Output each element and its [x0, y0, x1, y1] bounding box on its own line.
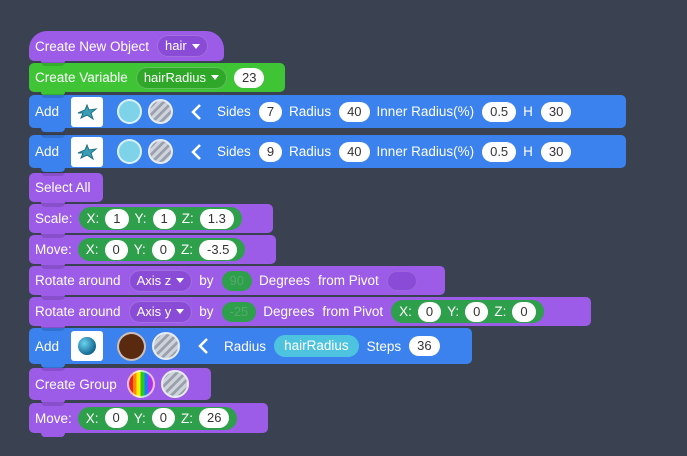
pivot-label: from Pivot [322, 304, 384, 319]
axis-dropdown[interactable]: Axis y [128, 300, 193, 323]
chevron-left-icon[interactable] [189, 143, 205, 161]
chevron-left-icon[interactable] [196, 337, 212, 355]
xyz-vector: X:0 Y:0 Z:26 [77, 406, 238, 430]
param-label: Inner Radius(%) [376, 104, 475, 119]
color-swatch[interactable] [117, 99, 143, 124]
block-label: Create Group [35, 376, 117, 392]
rotate-block[interactable]: Rotate around Axis z by 90 Degrees from … [29, 265, 445, 299]
add-shape-block[interactable]: Add Sides 9 Radius 40 Inner Radius(%) 0.… [29, 134, 626, 172]
block-label: Select All [35, 180, 91, 195]
param-label: H [523, 144, 533, 159]
block-label: Rotate around [35, 304, 121, 319]
block-label: Add [35, 144, 60, 159]
block-label: Rotate around [35, 273, 121, 288]
block-label: Move: [35, 242, 72, 257]
chevron-down-icon [210, 75, 219, 80]
variable-value-input[interactable]: 23 [233, 67, 265, 88]
height-input[interactable]: 30 [540, 141, 572, 162]
param-label: Radius [289, 144, 332, 159]
pivot-slot[interactable] [386, 270, 417, 291]
by-label: by [199, 273, 214, 288]
inner-radius-input[interactable]: 0.5 [482, 141, 517, 162]
z-input[interactable]: 1.3 [199, 208, 234, 229]
object-name-dropdown[interactable]: hair [157, 35, 208, 57]
y-input[interactable]: 1 [152, 208, 176, 229]
color-swatch[interactable] [117, 331, 147, 361]
chevron-down-icon [191, 43, 200, 49]
param-label: Inner Radius(%) [376, 144, 475, 159]
degrees-input[interactable]: 90 [221, 270, 252, 291]
z-input[interactable]: 26 [199, 408, 230, 428]
select-all-block[interactable]: Select All [29, 172, 103, 206]
pivot-vector: X:0 Y:0 Z:0 [391, 300, 544, 323]
param-label: Sides [217, 104, 251, 119]
texture-swatch[interactable] [148, 139, 174, 164]
param-label: Sides [217, 144, 251, 159]
y-input[interactable]: 0 [465, 301, 489, 322]
z-input[interactable]: -3.5 [199, 239, 238, 260]
create-variable-block[interactable]: Create Variable hairRadius 23 [29, 62, 285, 96]
y-input[interactable]: 0 [151, 408, 176, 428]
chevron-down-icon [176, 309, 185, 314]
star-shape-icon[interactable] [71, 136, 104, 167]
block-label: Create Variable [35, 70, 128, 85]
star-shape-icon[interactable] [71, 96, 104, 127]
radius-variable[interactable]: hairRadius [274, 335, 359, 357]
param-label: Radius [224, 338, 267, 354]
steps-input[interactable]: 36 [409, 336, 440, 356]
chevron-left-icon[interactable] [189, 103, 205, 121]
block-label: Scale: [35, 211, 73, 226]
axis-dropdown[interactable]: Axis z [128, 269, 193, 292]
sides-input[interactable]: 9 [258, 141, 283, 162]
height-input[interactable]: 30 [540, 101, 572, 122]
z-input[interactable]: 0 [512, 301, 536, 322]
radius-input[interactable]: 40 [339, 101, 370, 122]
add-sphere-block[interactable]: Add Radius hairRadius Steps 36 [29, 327, 472, 368]
param-label: Steps [366, 338, 402, 354]
pivot-label: from Pivot [318, 273, 379, 288]
y-input[interactable]: 0 [151, 239, 176, 260]
add-shape-block[interactable]: Add Sides 7 Radius 40 Inner Radius(%) 0.… [29, 94, 626, 132]
degrees-label: Degrees [263, 304, 315, 319]
texture-swatch[interactable] [152, 332, 181, 360]
create-group-block[interactable]: Create Group [29, 367, 211, 404]
texture-swatch[interactable] [160, 370, 189, 398]
rotate-block[interactable]: Rotate around Axis y by -25 Degrees from… [29, 296, 591, 330]
xyz-vector: X:1 Y:1 Z:1.3 [78, 207, 242, 230]
sides-input[interactable]: 7 [258, 101, 283, 122]
by-label: by [199, 304, 214, 319]
color-swatch[interactable] [117, 139, 143, 164]
block-label: Add [35, 104, 60, 119]
move-block[interactable]: Move: X:0 Y:0 Z:26 [29, 402, 268, 437]
rainbow-color-swatch[interactable] [126, 370, 155, 398]
x-input[interactable]: 0 [104, 408, 128, 428]
x-input[interactable]: 0 [104, 239, 128, 260]
inner-radius-input[interactable]: 0.5 [482, 101, 517, 122]
xyz-vector: X:0 Y:0 Z:-3.5 [77, 238, 246, 261]
param-label: H [523, 104, 533, 119]
block-label: Create New Object [35, 38, 150, 54]
degrees-input[interactable]: -25 [221, 301, 257, 322]
block-label: Move: [35, 410, 72, 426]
x-input[interactable]: 0 [417, 301, 442, 322]
block-label: Add [35, 338, 60, 354]
move-block[interactable]: Move: X:0 Y:0 Z:-3.5 [29, 234, 276, 268]
scale-block[interactable]: Scale: X:1 Y:1 Z:1.3 [29, 203, 273, 237]
param-label: Radius [289, 104, 332, 119]
sphere-shape-icon[interactable] [71, 331, 104, 361]
texture-swatch[interactable] [148, 99, 174, 124]
create-object-block[interactable]: Create New Object hair [29, 31, 224, 65]
radius-input[interactable]: 40 [339, 141, 370, 162]
chevron-down-icon [176, 278, 185, 283]
x-input[interactable]: 1 [105, 208, 129, 229]
variable-name-dropdown[interactable]: hairRadius [135, 66, 227, 89]
degrees-label: Degrees [258, 273, 310, 288]
